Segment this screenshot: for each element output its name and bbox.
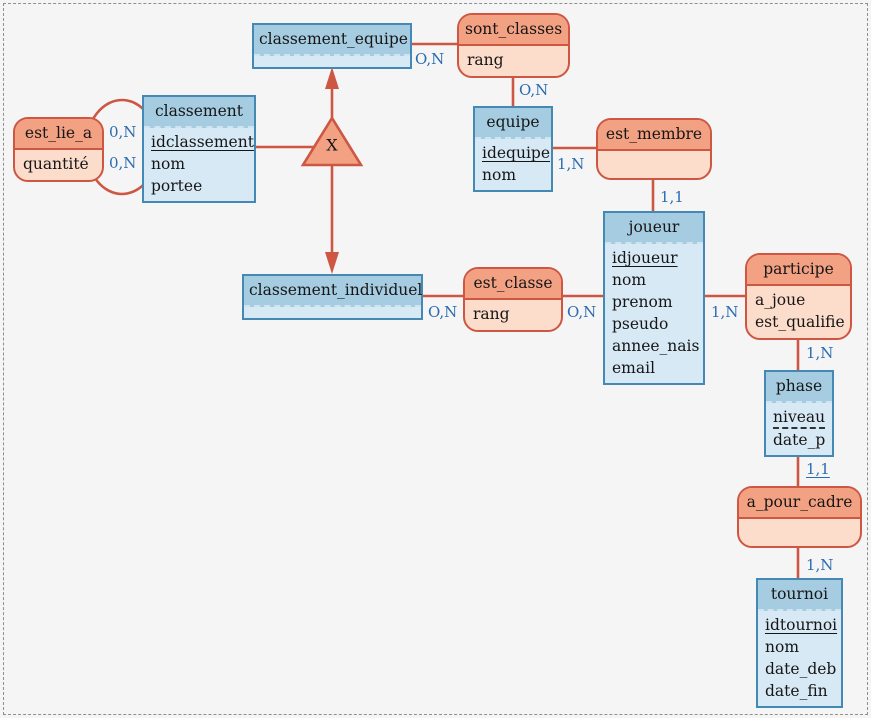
attribute: date_deb bbox=[765, 660, 837, 678]
entity-attributes-empty bbox=[244, 307, 421, 318]
entity-attributes: idtournoi nom date_deb date_fin bbox=[758, 611, 841, 706]
entity-title: equipe bbox=[475, 108, 551, 139]
entity-title: classement bbox=[144, 97, 254, 128]
relation-participe[interactable]: participe a_joue est_qualifie bbox=[745, 253, 852, 340]
cardinality-participe-phase: 1,N bbox=[806, 344, 834, 362]
entity-attributes: idjoueur nom prenom pseudo annee_nais em… bbox=[605, 244, 703, 383]
cardinality-est-membre-joueur: 1,1 bbox=[660, 188, 684, 206]
entity-phase[interactable]: phase niveau date_p bbox=[764, 370, 834, 457]
attribute: rang bbox=[473, 305, 510, 323]
attribute-primary-key: idclassement bbox=[151, 133, 254, 151]
cardinality-classement-equipe-sont-classes: O,N bbox=[415, 50, 445, 68]
attribute: annee_nais bbox=[612, 337, 700, 355]
relation-title: est_lie_a bbox=[15, 119, 102, 150]
relation-attributes: rang bbox=[459, 46, 568, 76]
relation-title: participe bbox=[747, 255, 850, 286]
specialization-triangle[interactable] bbox=[300, 115, 364, 167]
cardinality-sont-classes-equipe: O,N bbox=[519, 81, 549, 99]
entity-attributes-empty bbox=[254, 56, 410, 67]
entity-title: classement_individuel bbox=[244, 276, 422, 307]
attribute-primary-key: idtournoi bbox=[765, 616, 838, 634]
attribute: a_joue bbox=[755, 291, 806, 309]
entity-title: phase bbox=[766, 372, 832, 403]
entity-title: joueur bbox=[605, 213, 703, 244]
attribute: nom bbox=[151, 155, 186, 173]
attribute: rang bbox=[467, 51, 504, 69]
entity-joueur[interactable]: joueur idjoueur nom prenom pseudo annee_… bbox=[603, 211, 705, 385]
attribute: nom bbox=[765, 638, 800, 656]
attribute-primary-key: idequipe bbox=[482, 144, 551, 162]
attribute-weak-key: niveau bbox=[773, 406, 826, 429]
relation-attributes: rang bbox=[465, 300, 561, 330]
attribute-primary-key: idjoueur bbox=[612, 249, 678, 267]
entity-attributes: idclassement nom portee bbox=[144, 128, 254, 201]
entity-classement-individuel[interactable]: classement_individuel bbox=[242, 274, 423, 320]
entity-classement-equipe[interactable]: classement_equipe bbox=[252, 23, 412, 69]
relation-a-pour-cadre[interactable]: a_pour_cadre bbox=[737, 486, 862, 548]
attribute: date_p bbox=[773, 431, 826, 449]
attribute: portee bbox=[151, 177, 203, 195]
cardinality-joueur-participe: 1,N bbox=[711, 303, 739, 321]
relation-attributes-empty bbox=[598, 151, 710, 178]
relation-title: est_classe bbox=[465, 269, 561, 300]
attribute: pseudo bbox=[612, 315, 669, 333]
arrowhead-up-icon bbox=[325, 67, 339, 89]
relation-attributes: quantité bbox=[15, 150, 102, 180]
entity-classement[interactable]: classement idclassement nom portee bbox=[142, 95, 256, 203]
relation-title: est_membre bbox=[598, 120, 710, 151]
relation-title: a_pour_cadre bbox=[739, 488, 860, 519]
entity-attributes: niveau date_p bbox=[766, 403, 832, 455]
entity-title: classement_equipe bbox=[254, 25, 410, 56]
cardinality-a-pour-cadre-tournoi: 1,N bbox=[806, 556, 834, 574]
cardinality-est-lie-a-top: 0,N bbox=[109, 123, 137, 141]
relation-est-membre[interactable]: est_membre bbox=[596, 118, 712, 180]
attribute: nom bbox=[612, 271, 647, 289]
attribute: nom bbox=[482, 166, 517, 184]
cardinality-phase-a-pour-cadre: 1,1 bbox=[806, 460, 830, 478]
entity-title: tournoi bbox=[758, 580, 841, 611]
cardinality-equipe-est-membre: 1,N bbox=[557, 155, 585, 173]
relation-title: sont_classes bbox=[459, 15, 568, 46]
cardinality-est-classe-joueur: O,N bbox=[567, 303, 597, 321]
relation-attributes-empty bbox=[739, 519, 860, 546]
cardinality-est-lie-a-bottom: 0,N bbox=[109, 154, 137, 172]
attribute: prenom bbox=[612, 293, 673, 311]
entity-attributes: idequipe nom bbox=[475, 139, 551, 190]
attribute: date_fin bbox=[765, 682, 828, 700]
arrowhead-down-icon bbox=[325, 252, 339, 274]
entity-tournoi[interactable]: tournoi idtournoi nom date_deb date_fin bbox=[756, 578, 843, 708]
specialization-label: X bbox=[326, 135, 338, 155]
relation-sont-classes[interactable]: sont_classes rang bbox=[457, 13, 570, 78]
relation-est-classe[interactable]: est_classe rang bbox=[463, 267, 563, 332]
cardinality-classement-individuel-est-classe: O,N bbox=[428, 303, 458, 321]
attribute: email bbox=[612, 359, 656, 377]
entity-equipe[interactable]: equipe idequipe nom bbox=[473, 106, 553, 192]
relation-est-lie-a[interactable]: est_lie_a quantité bbox=[13, 117, 104, 182]
attribute: est_qualifie bbox=[755, 313, 845, 331]
attribute: quantité bbox=[23, 155, 89, 173]
relation-attributes: a_joue est_qualifie bbox=[747, 286, 850, 338]
